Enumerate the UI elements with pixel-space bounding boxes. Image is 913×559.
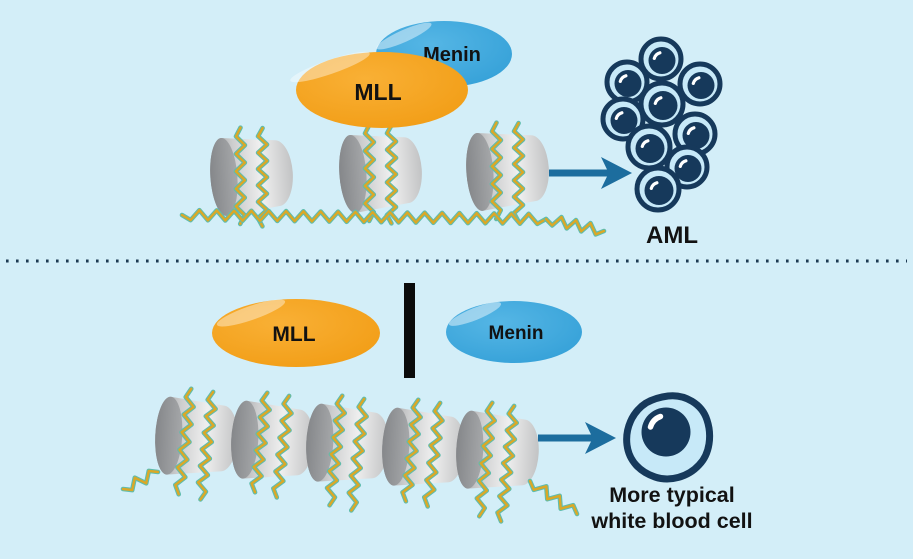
dna-strand bbox=[423, 401, 444, 508]
aml-cell bbox=[634, 165, 682, 213]
dna-strand bbox=[121, 469, 160, 492]
dna-strand bbox=[401, 398, 422, 503]
dna-strand bbox=[196, 390, 217, 501]
nucleus-highlight bbox=[614, 111, 624, 120]
dna-tail-strand bbox=[527, 478, 580, 517]
histone-cylinder-cap bbox=[466, 133, 494, 211]
dna-strand bbox=[512, 121, 525, 223]
mll-ellipse bbox=[212, 299, 380, 367]
inhibition-bar bbox=[404, 283, 415, 378]
menin-protein: Menin bbox=[446, 301, 582, 363]
aml-cell bbox=[677, 61, 723, 107]
dna-strand bbox=[250, 391, 271, 494]
histone-cylinder-cap bbox=[456, 410, 484, 489]
bottom-panel: MLL Menin More typical white blood cell bbox=[120, 283, 753, 533]
wbc-label-line1: More typical bbox=[609, 483, 734, 507]
histone-cylinder-cap bbox=[210, 138, 238, 216]
wbc-label-line2: white blood cell bbox=[590, 509, 752, 533]
nucleosome bbox=[155, 386, 238, 502]
nucleus-highlight bbox=[640, 139, 650, 148]
nucleus-highlight bbox=[691, 76, 701, 85]
nucleosome bbox=[306, 393, 389, 513]
mll-protein: MLL bbox=[290, 51, 468, 128]
cell-nucleus bbox=[644, 176, 674, 205]
arrow-right-icon bbox=[538, 422, 616, 454]
nucleus-highlight bbox=[686, 126, 696, 135]
aml-cell bbox=[638, 80, 686, 128]
dna-strand bbox=[272, 394, 293, 499]
aml-cell bbox=[600, 96, 646, 142]
nucleosome bbox=[339, 122, 422, 226]
nucleosome bbox=[466, 120, 549, 224]
nucleosome bbox=[210, 125, 293, 229]
histone-cylinder-cap bbox=[155, 396, 183, 475]
histone-cylinder-cap bbox=[339, 135, 367, 213]
menin-label: Menin bbox=[489, 323, 544, 344]
histone-cylinder-cap bbox=[382, 407, 410, 486]
mll-label: MLL bbox=[354, 79, 401, 105]
white-blood-cell bbox=[623, 392, 714, 483]
nucleosome bbox=[382, 397, 465, 509]
gloss-highlight bbox=[216, 299, 286, 327]
mll-label: MLL bbox=[272, 323, 315, 346]
cell-nucleus bbox=[635, 134, 665, 163]
dna-strand bbox=[347, 397, 368, 512]
cell-nucleus bbox=[648, 91, 678, 120]
nucleosome bbox=[456, 400, 539, 524]
cell-nucleus bbox=[648, 47, 676, 74]
dna-strand bbox=[385, 123, 398, 225]
aml-cell-cluster bbox=[600, 36, 723, 213]
arrow-right-icon bbox=[549, 157, 632, 189]
top-panel: Menin MLL AML bbox=[179, 21, 723, 249]
dna-strand bbox=[234, 126, 247, 226]
dna-strand bbox=[174, 387, 195, 496]
dna-strand bbox=[528, 479, 579, 516]
aml-cell bbox=[625, 123, 673, 171]
gloss-highlight bbox=[448, 302, 502, 326]
dna-tail-strand bbox=[120, 468, 161, 493]
cell-nucleus bbox=[687, 72, 715, 99]
gloss-highlight bbox=[376, 22, 432, 50]
menin-label: Menin bbox=[423, 44, 481, 66]
histone-cylinder-cap bbox=[306, 403, 334, 482]
dna-strand bbox=[496, 404, 518, 523]
dna-strand bbox=[490, 121, 503, 221]
gloss-highlight bbox=[290, 51, 370, 83]
aml-cell bbox=[638, 36, 684, 82]
nucleus-highlight bbox=[678, 159, 688, 168]
histone-cylinder-cap bbox=[231, 400, 259, 479]
mll-ellipse bbox=[296, 52, 468, 128]
dna-strand bbox=[363, 123, 376, 223]
dna-strand bbox=[475, 401, 496, 518]
dna-linker-strand bbox=[179, 207, 549, 227]
dna-strand bbox=[544, 215, 606, 236]
aml-label: AML bbox=[646, 222, 698, 249]
nucleus-highlight bbox=[618, 74, 628, 83]
nucleus-highlight bbox=[652, 51, 662, 60]
nucleus-highlight bbox=[647, 413, 664, 430]
nucleus-highlight bbox=[649, 181, 659, 190]
mll-protein: MLL bbox=[212, 299, 380, 367]
nucleosome bbox=[231, 390, 314, 500]
menin-ellipse bbox=[446, 301, 582, 363]
cell-nucleus bbox=[614, 70, 642, 97]
cell-nucleus bbox=[641, 407, 691, 457]
dna-strand bbox=[180, 208, 548, 226]
nucleus-highlight bbox=[653, 96, 663, 105]
dna-tail-strand bbox=[543, 214, 607, 237]
dna-strand bbox=[325, 394, 346, 507]
